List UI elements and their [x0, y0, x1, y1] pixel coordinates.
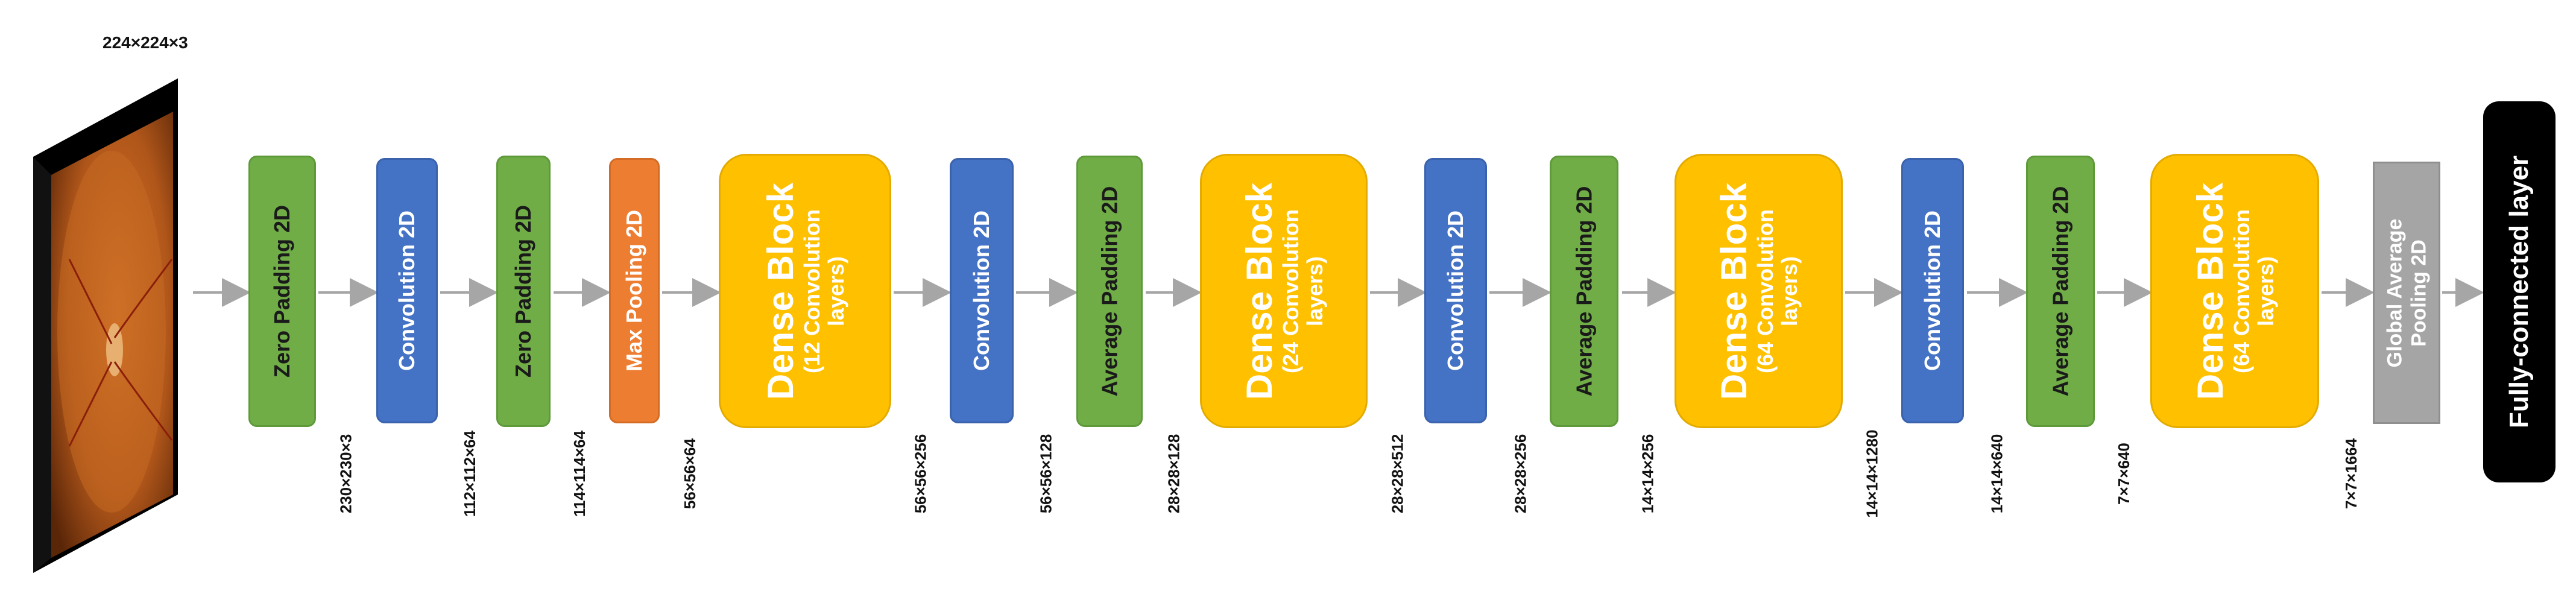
dense-block-subtitle-2: layers): [2253, 256, 2278, 326]
zero-padding-block-2: Zero Padding 2D: [496, 156, 551, 427]
dense-block-subtitle-2: layers): [824, 256, 848, 326]
dense-block-title: Dense Block: [760, 182, 801, 400]
block-label: Fully-connected layer: [2504, 155, 2534, 429]
dense-block-2: Dense Block (24 Convolution layers): [1200, 154, 1368, 428]
block-label: Average Padding 2D: [2048, 186, 2072, 397]
dim-label: 28×28×128: [1164, 434, 1183, 513]
block-label: Convolution 2D: [1920, 210, 1945, 371]
gap-label-line-2: Pooling 2D: [2407, 239, 2430, 347]
block-label: Convolution 2D: [969, 210, 994, 371]
average-padding-block-1: Average Padding 2D: [1076, 156, 1143, 427]
block-label: Average Padding 2D: [1571, 186, 1596, 397]
dim-label: 56×56×64: [681, 438, 699, 509]
convolution-block-4: Convolution 2D: [1901, 158, 1964, 423]
dense-block-subtitle-1: (12 Convolution: [800, 209, 824, 373]
dense-block-subtitle-2: layers): [1302, 256, 1327, 326]
dense-block-3: Dense Block (64 Convolution layers): [1675, 154, 1843, 428]
global-average-pooling-block: Global Average Pooling 2D: [2373, 162, 2440, 424]
input-dimension-label: 224×224×3: [103, 33, 188, 52]
zero-padding-block-1: Zero Padding 2D: [248, 156, 316, 427]
block-label: Average Padding 2D: [1097, 186, 1122, 397]
average-padding-block-2: Average Padding 2D: [1550, 156, 1618, 427]
dense-block-1: Dense Block (12 Convolution layers): [719, 154, 891, 428]
dim-label: 7×7×1664: [2342, 438, 2361, 509]
block-label: Convolution 2D: [394, 210, 420, 371]
dim-label: 7×7×640: [2114, 442, 2133, 505]
block-label: Zero Padding 2D: [270, 204, 294, 378]
convolution-block-3: Convolution 2D: [1424, 158, 1487, 423]
dense-block-4: Dense Block (64 Convolution layers): [2150, 154, 2319, 428]
convolution-block-2: Convolution 2D: [950, 158, 1014, 423]
block-label: Zero Padding 2D: [511, 204, 535, 378]
dense-block-title: Dense Block: [1239, 182, 1280, 400]
dense-block-subtitle-1: (24 Convolution: [1278, 209, 1303, 373]
input-fundus-image: [33, 78, 178, 573]
dense-block-title: Dense Block: [2190, 182, 2230, 400]
gap-label-line-1: Global Average: [2383, 218, 2406, 367]
average-padding-block-3: Average Padding 2D: [2026, 156, 2095, 427]
block-label: Max Pooling 2D: [622, 209, 646, 372]
dense-block-title: Dense Block: [1714, 182, 1755, 400]
block-label: Convolution 2D: [1443, 210, 1468, 371]
max-pooling-block: Max Pooling 2D: [609, 158, 660, 423]
dim-label: 14×14×256: [1638, 434, 1657, 513]
dense-block-subtitle-1: (64 Convolution: [1753, 209, 1778, 373]
fully-connected-layer-block: Fully-connected layer: [2483, 101, 2555, 482]
convolution-block-1: Convolution 2D: [376, 158, 438, 423]
dense-block-subtitle-2: layers): [1777, 256, 1802, 326]
dense-block-subtitle-1: (64 Convolution: [2229, 209, 2254, 373]
